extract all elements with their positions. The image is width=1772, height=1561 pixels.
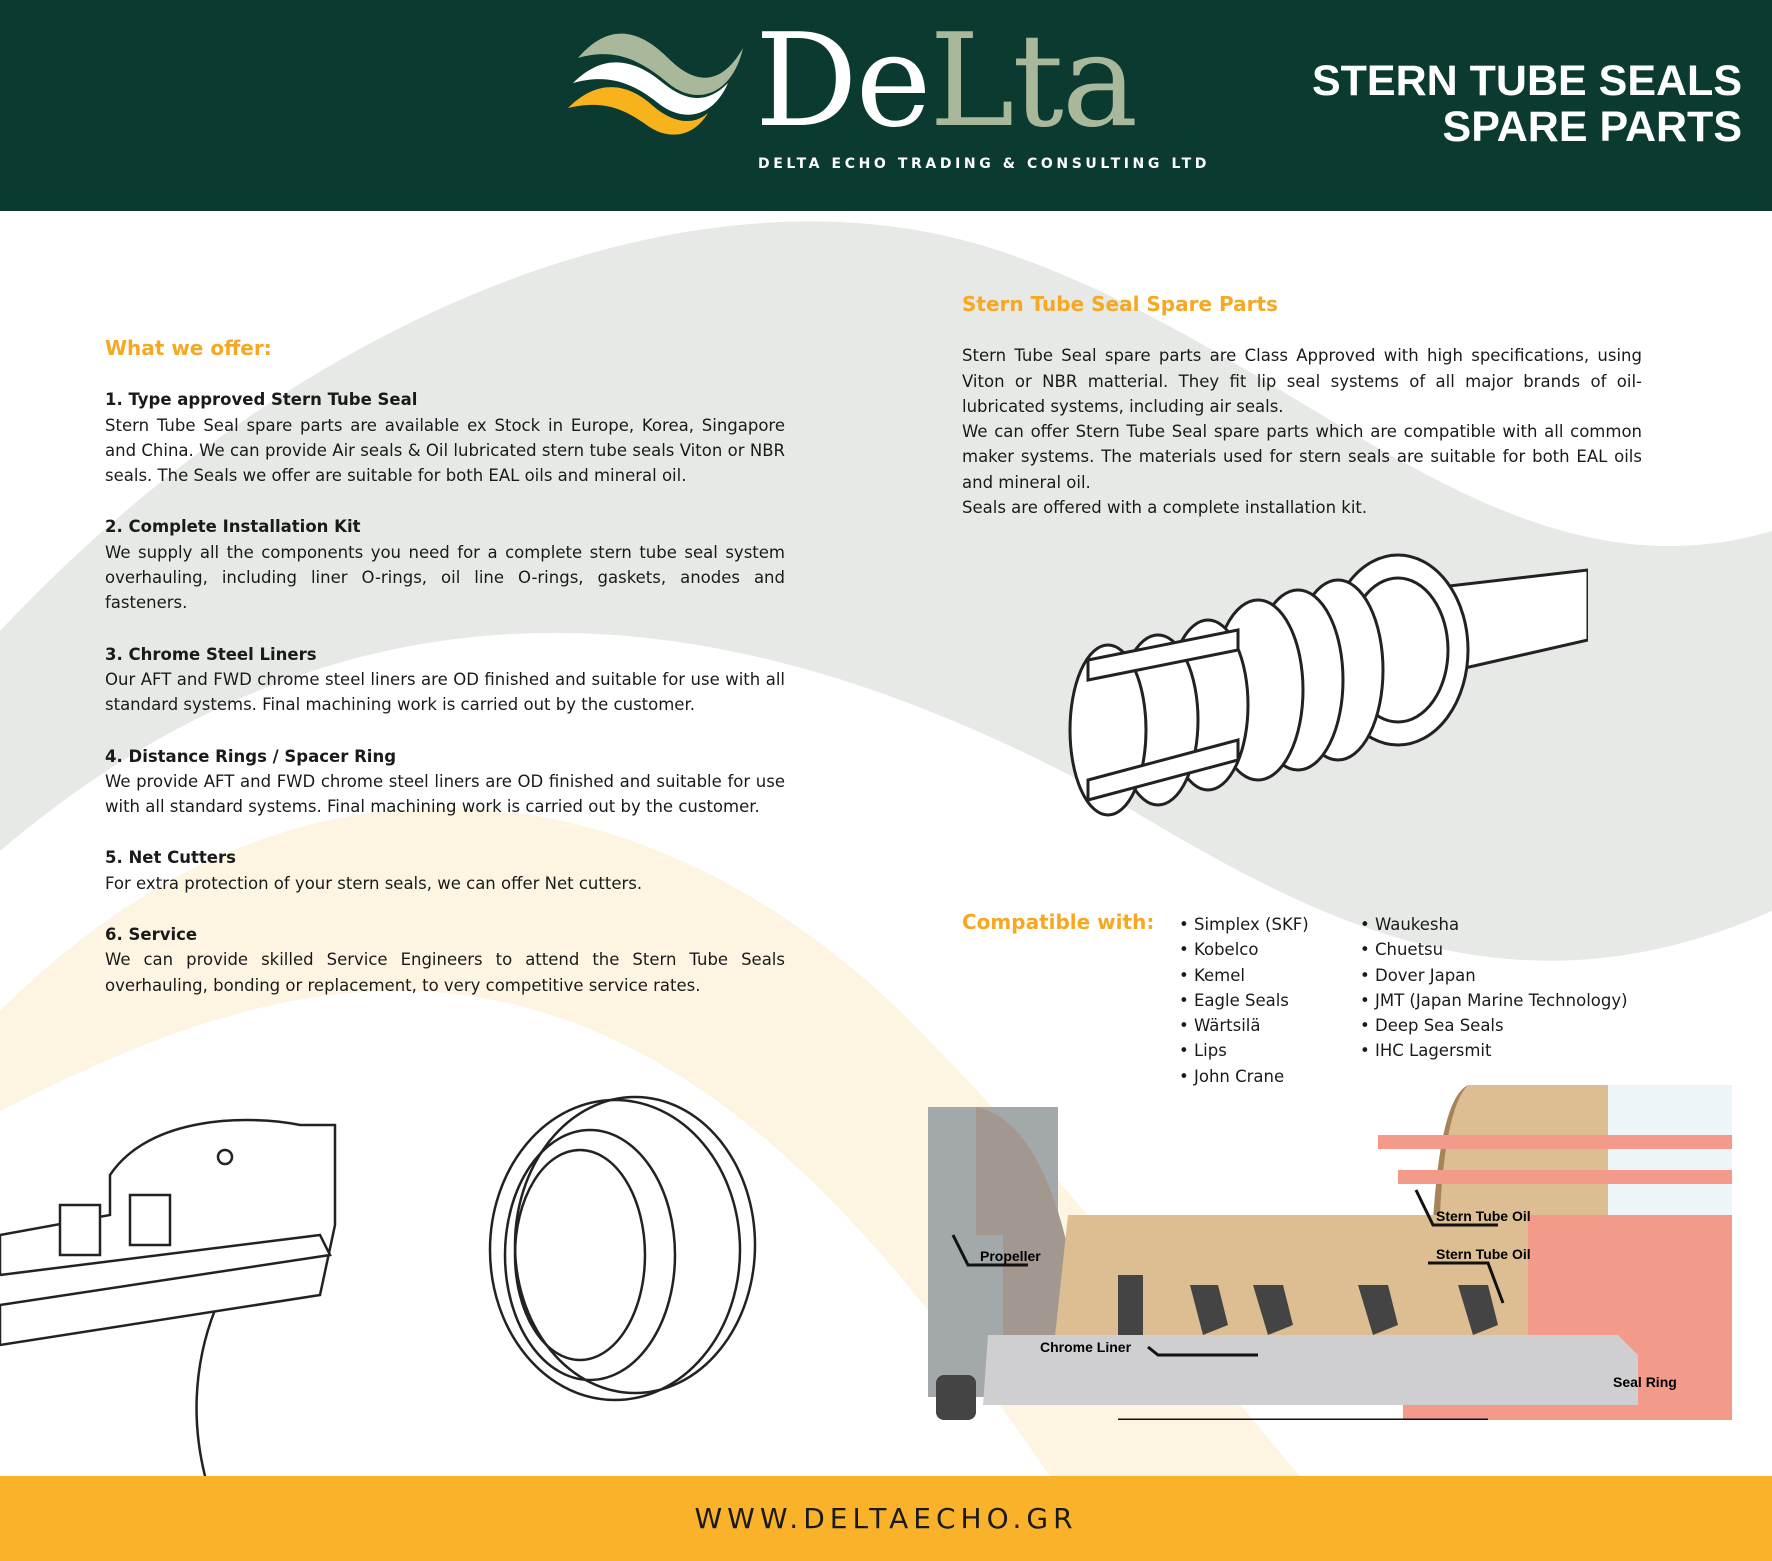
header-banner: DeLta DELTA ECHO TRADING & CONSULTING LT… xyxy=(0,0,1772,211)
chrome-liner-label: Chrome Liner xyxy=(1040,1339,1132,1355)
spare-parts-paragraph: Seals are offered with a complete instal… xyxy=(962,498,1368,518)
brand-item: JMT (Japan Marine Technology) xyxy=(1360,988,1628,1013)
offer-item-title: 2. Complete Installation Kit xyxy=(105,517,361,537)
logo-wave-icon xyxy=(568,33,743,135)
offer-item: 4. Distance Rings / Spacer Ring We provid… xyxy=(105,744,785,820)
compatible-list-2: Waukesha Chuetsu Dover Japan JMT (Japan … xyxy=(1360,912,1628,1064)
offer-item-text: Our AFT and FWD chrome steel liners are … xyxy=(105,669,785,715)
compatible-list-1: Simplex (SKF) Kobelco Kemel Eagle Seals … xyxy=(1179,912,1309,1089)
brand-item: IHC Lagersmit xyxy=(1360,1038,1628,1063)
brand-item: John Crane xyxy=(1179,1064,1309,1089)
offer-heading: What we offer: xyxy=(105,336,272,360)
brand-item: Eagle Seals xyxy=(1179,988,1309,1013)
brand-item: Kemel xyxy=(1179,963,1309,988)
stern-tube-oil-label: Stern Tube Oil xyxy=(1436,1246,1531,1262)
title-line-2: SPARE PARTS xyxy=(1442,103,1742,151)
offer-item-title: 1. Type approved Stern Tube Seal xyxy=(105,390,418,410)
spare-parts-heading: Stern Tube Seal Spare Parts xyxy=(962,292,1278,316)
offer-item-title: 4. Distance Rings / Spacer Ring xyxy=(105,746,397,766)
logo-tagline: DELTA ECHO TRADING & CONSULTING LTD xyxy=(758,156,1211,172)
website-url-footer: WWW.DELTAECHO.GR xyxy=(0,1476,1772,1561)
brand-item: Lips xyxy=(1179,1038,1309,1063)
spare-parts-paragraph: Stern Tube Seal spare parts are Class Ap… xyxy=(962,346,1642,416)
propeller-label: Propeller xyxy=(980,1248,1041,1264)
brand-item: Kobelco xyxy=(1179,937,1309,962)
seal-ring-drawing xyxy=(488,1095,757,1402)
offer-item-text: For extra protection of your stern seals… xyxy=(105,873,643,893)
brand-item: Waukesha xyxy=(1360,912,1628,937)
offer-item-text: We provide AFT and FWD chrome steel line… xyxy=(105,771,785,817)
seal-ring-label: Seal Ring xyxy=(1613,1374,1677,1390)
spare-parts-paragraph: We can offer Stern Tube Seal spare parts… xyxy=(962,422,1642,492)
offer-item: 6. Service We can provide skilled Service… xyxy=(105,922,785,998)
offer-item-text: Stern Tube Seal spare parts are availabl… xyxy=(105,415,785,486)
offer-item-title: 6. Service xyxy=(105,925,198,945)
brand-item: Simplex (SKF) xyxy=(1179,912,1309,937)
brand-item: Chuetsu xyxy=(1360,937,1628,962)
offer-item-text: We supply all the components you need fo… xyxy=(105,542,785,613)
spare-parts-section: Stern Tube Seal Spare Parts Stern Tube S… xyxy=(962,292,1642,520)
title-line-1: STERN TUBE SEALS xyxy=(1311,57,1742,105)
offer-item-title: 3. Chrome Steel Liners xyxy=(105,644,317,664)
brand-item: Deep Sea Seals xyxy=(1360,1013,1628,1038)
offer-item-title: 5. Net Cutters xyxy=(105,848,236,868)
compatible-heading: Compatible with: xyxy=(962,910,1155,934)
offer-section: What we offer: 1. Type approved Stern Tu… xyxy=(105,336,785,998)
brand-item: Dover Japan xyxy=(1360,963,1628,988)
stern-tube-oil-label: Stern Tube Oil xyxy=(1436,1208,1531,1224)
logo-wordmark: DeLta xyxy=(755,7,1138,156)
stern-tube-seal-diagram: Propeller Chrome Liner Stern Tube Oil St… xyxy=(928,1085,1732,1420)
seal-assembly-illustration xyxy=(1068,553,1588,817)
brand-item: Wärtsilä xyxy=(1179,1013,1309,1038)
page-title: STERN TUBE SEALS SPARE PARTS xyxy=(1312,58,1742,150)
offer-item-text: We can provide skilled Service Engineers… xyxy=(105,950,785,995)
seal-housing-drawing xyxy=(0,1118,337,1476)
offer-item: 2. Complete Installation Kit We supply al… xyxy=(105,514,785,615)
